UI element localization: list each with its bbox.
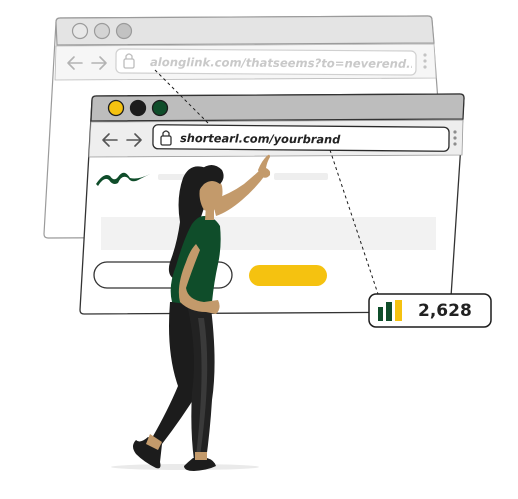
brand-logo-scribble: [96, 172, 150, 186]
connector-line-long-to-short: [154, 69, 209, 124]
back-lock-icon: [123, 53, 135, 69]
front-close-dot[interactable]: [107, 99, 125, 117]
front-address-bar[interactable]: [152, 124, 450, 152]
front-arrow-right-icon[interactable]: [126, 133, 142, 147]
woman-pointing-figure: [111, 154, 271, 471]
front-maximize-dot[interactable]: [151, 99, 169, 117]
click-counter-badge: [368, 293, 492, 328]
connector-line-short-to-counter: [329, 149, 379, 295]
front-arrow-left-icon[interactable]: [102, 133, 118, 147]
front-kebab-menu-icon[interactable]: [453, 130, 457, 146]
back-arrow-left-icon[interactable]: [67, 56, 83, 70]
front-address-url: shortearl.com/yourbrand: [179, 131, 341, 147]
click-counter-value: 2,628: [418, 301, 472, 321]
front-browser-window: [79, 93, 465, 315]
back-arrow-right-icon[interactable]: [91, 56, 107, 70]
front-minimize-dot[interactable]: [129, 99, 147, 117]
bar-chart-icon: [378, 300, 402, 321]
back-kebab-menu-icon[interactable]: [423, 53, 427, 69]
content-block-placeholder: [101, 217, 436, 250]
back-address-bar[interactable]: [115, 48, 417, 76]
primary-button-placeholder[interactable]: [249, 265, 327, 286]
back-maximize-dot: [115, 22, 133, 40]
back-address-url: alonglink.com/thatseems?to=neverend...: [149, 55, 413, 71]
front-lock-icon: [160, 130, 172, 146]
back-close-dot: [71, 22, 89, 40]
back-minimize-dot: [93, 22, 111, 40]
nav-placeholder-2: [274, 173, 328, 180]
